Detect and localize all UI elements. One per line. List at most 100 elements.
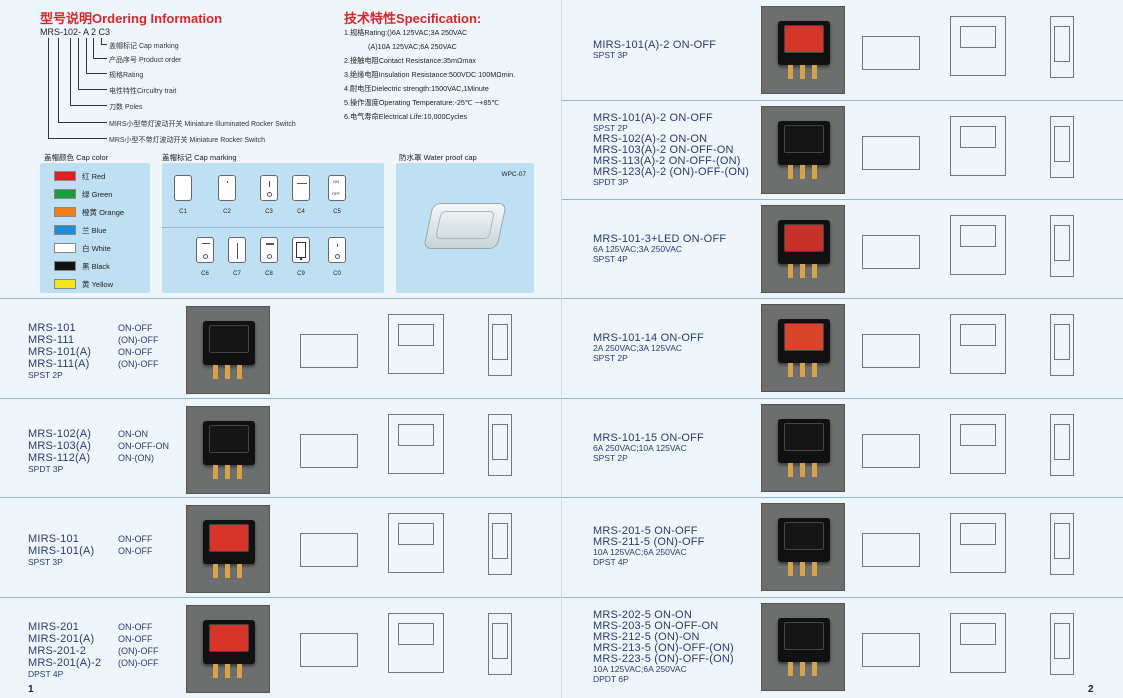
product-model: MRS-213-5 (ON)-OFF-(ON) xyxy=(593,641,734,654)
water-cap-panel: WPC-07 xyxy=(396,163,534,293)
ordering-row: 刀数 Poles xyxy=(109,104,143,111)
spec-line: 3.绝缘电阻Insulation Resistance:500VDC 100MΩ… xyxy=(344,70,516,79)
end-view-detail xyxy=(1054,225,1070,261)
product-function: (ON)-OFF xyxy=(118,646,159,656)
end-view-detail xyxy=(1054,424,1070,460)
terminal-pin xyxy=(213,465,218,479)
switch-photo xyxy=(761,205,845,293)
cap-c3 xyxy=(260,175,278,201)
cap-label: C0 xyxy=(333,271,341,277)
tree-line xyxy=(58,122,107,123)
terminal-pin xyxy=(812,363,817,377)
ordering-code: MRS-102- A 2 C3 xyxy=(40,27,111,37)
product-spec: SPST 3P xyxy=(593,50,628,60)
cap-label: C3 xyxy=(265,209,273,215)
end-view-drawing xyxy=(1050,116,1074,178)
product-spec: 6A 125VAC;3A 250VAC xyxy=(593,243,682,254)
cap-color-item: 白 White xyxy=(54,241,146,255)
product-spec: SPST 4P xyxy=(593,253,628,264)
terminal-pin xyxy=(812,662,817,676)
ordering-row: 规格Rating xyxy=(109,72,144,79)
terminal-pin xyxy=(788,662,793,676)
cap-marking-title: 盖帽标记 Cap marking xyxy=(162,153,237,162)
terminal-pin xyxy=(237,664,242,678)
product-model: MRS-101(A)-2 ON-OFF xyxy=(593,111,713,124)
terminal-pin xyxy=(213,365,218,379)
page-number-right: 2 xyxy=(1088,684,1094,695)
switch-photo xyxy=(186,306,270,394)
product-function: ON-OFF-ON xyxy=(118,441,169,451)
page-fold xyxy=(561,0,562,698)
switch-photo xyxy=(761,304,845,392)
side-view-drawing xyxy=(950,16,1006,76)
product-spec: DPST 4P xyxy=(28,669,64,679)
separator xyxy=(562,100,1123,101)
cap-c9 xyxy=(292,237,310,263)
switch-photo xyxy=(186,605,270,693)
cap-color-item: 黄 Yellow xyxy=(54,277,146,291)
terminal-pin xyxy=(237,365,242,379)
tree-line xyxy=(101,38,102,44)
rocker-cap xyxy=(209,425,249,453)
terminal-pin xyxy=(225,664,230,678)
spec-line: 1.规格Rating:()6A 125VAC;3A 250VAC xyxy=(344,28,468,37)
product-function: ON-(ON) xyxy=(118,453,154,463)
end-view-drawing xyxy=(1050,613,1074,675)
terminal-pin xyxy=(812,65,817,79)
cap-label: C4 xyxy=(297,209,305,215)
product-spec: SPST 2P xyxy=(593,452,628,463)
tree-line xyxy=(78,38,79,89)
terminal-pin xyxy=(213,664,218,678)
water-cap-model: WPC-07 xyxy=(501,171,526,178)
product-model: MRS-123(A)-2 (ON)-OFF-(ON) xyxy=(593,165,750,178)
ordering-row: 电性特性Circultry trait xyxy=(109,88,177,95)
separator xyxy=(562,398,1123,399)
tree-line xyxy=(70,105,107,106)
product-model: MRS-223-5 (ON)-OFF-(ON) xyxy=(593,652,734,665)
rocker-cap xyxy=(209,325,249,353)
side-view-detail xyxy=(960,225,996,247)
product-spec: SPST 2P xyxy=(28,370,63,380)
end-view-detail xyxy=(492,424,508,460)
separator xyxy=(562,597,1123,598)
side-view-detail xyxy=(960,324,996,346)
cap-c0 xyxy=(328,237,346,263)
cap-color-item: 黑 Black xyxy=(54,259,146,273)
product-model: MRS-201(A)-2 xyxy=(28,657,102,669)
separator xyxy=(562,298,1123,299)
rocker-cap xyxy=(784,522,824,550)
color-label: 兰 Blue xyxy=(82,226,107,235)
color-swatch xyxy=(54,171,76,181)
rocker-cap xyxy=(784,125,824,153)
product-model: MRS-211-5 (ON)-OFF xyxy=(593,536,705,548)
side-view-drawing xyxy=(950,613,1006,673)
product-spec: SPST 3P xyxy=(28,557,63,567)
cap-color-item: 红 Red xyxy=(54,169,146,183)
product-model: MRS-101-3+LED ON-OFF xyxy=(593,232,727,245)
terminal-pin xyxy=(788,65,793,79)
side-view-drawing xyxy=(388,314,444,374)
terminal-pin xyxy=(800,165,805,179)
rocker-cap xyxy=(784,323,824,351)
color-swatch xyxy=(54,189,76,199)
product-spec: SPDT 3P xyxy=(28,464,64,474)
separator xyxy=(0,298,561,299)
product-spec: 2A 250VAC;3A 125VAC xyxy=(593,342,682,353)
front-view-drawing xyxy=(300,434,358,468)
tree-line xyxy=(48,38,49,138)
product-model: MIRS-101(A) xyxy=(28,545,95,557)
product-model: MRS-103(A) xyxy=(28,440,92,452)
side-view-detail xyxy=(398,324,434,346)
product-model: MRS-202-5 ON-ON xyxy=(593,608,692,621)
product-spec: DPST 4P xyxy=(593,557,629,567)
rocker-cap xyxy=(209,524,249,552)
cap-c7 xyxy=(228,237,246,263)
tree-line xyxy=(70,38,71,105)
end-view-drawing xyxy=(488,513,512,575)
side-view-drawing xyxy=(388,414,444,474)
product-model: MRS-101(A) xyxy=(28,346,92,358)
spec-line: 4.耐电压Dielectric strength:1500VAC,1Minute xyxy=(344,84,489,93)
product-function: ON-OFF xyxy=(118,347,153,357)
